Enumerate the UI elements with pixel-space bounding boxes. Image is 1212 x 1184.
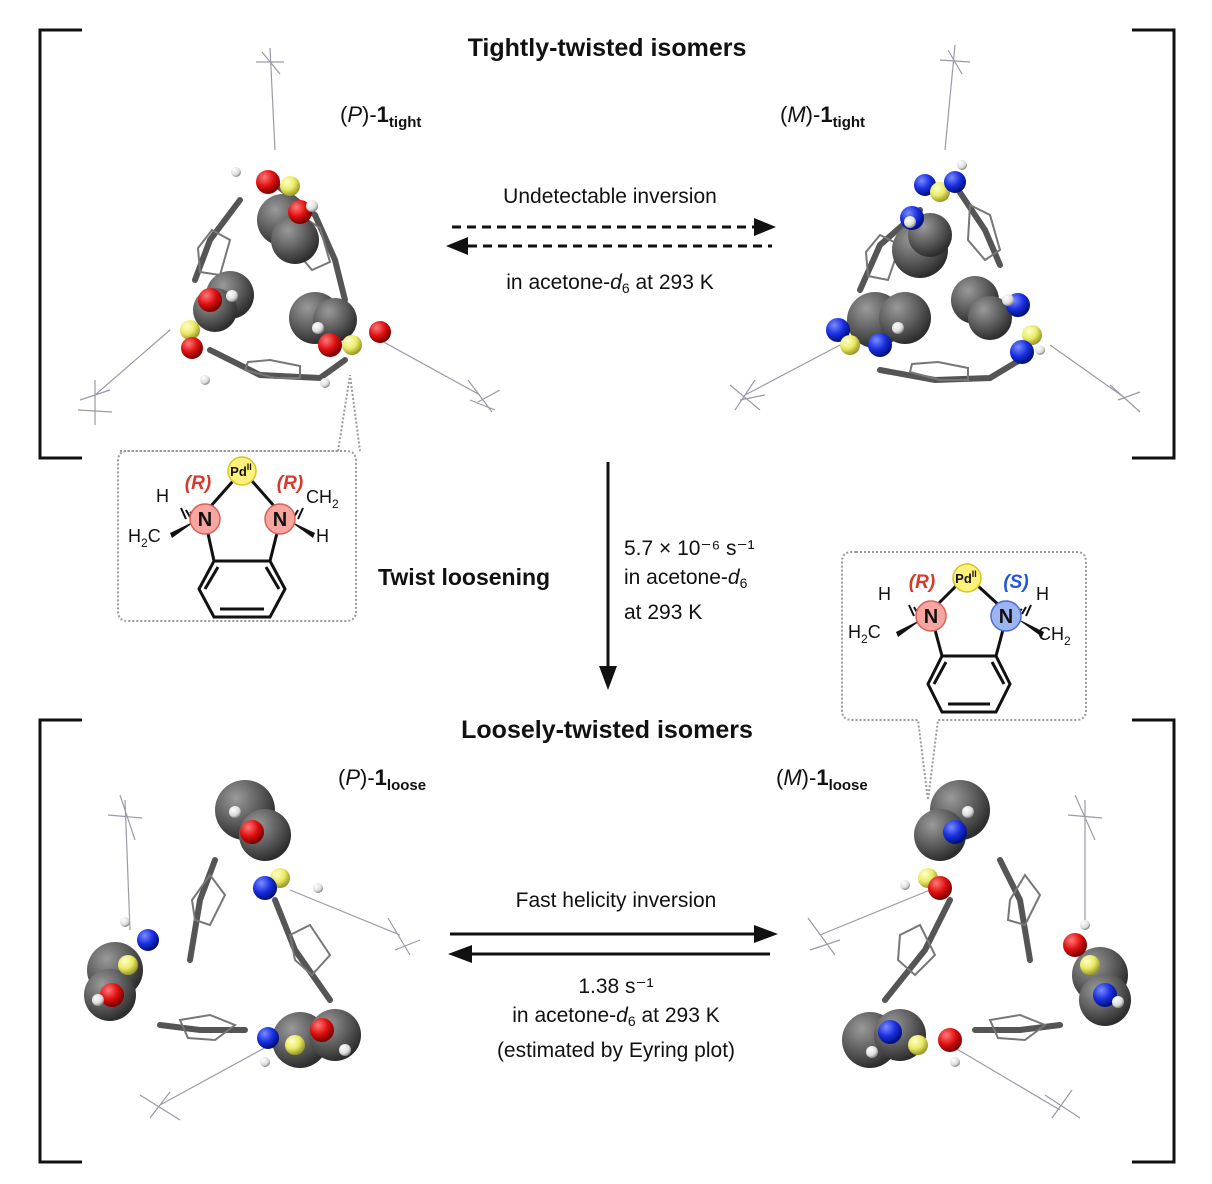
twist-loosening-conditions: 5.7 × 10⁻⁶ s⁻¹ in acetone-d6 at 293 K: [624, 534, 755, 627]
fast-rate-text: 1.38 s⁻¹: [578, 975, 654, 998]
inset-left-h2c: H2C: [128, 526, 161, 550]
solid-equilibrium-arrows: [448, 925, 778, 963]
inset-right-n1: N: [924, 606, 938, 628]
inset-left-n2: N: [273, 509, 287, 531]
inset-right-config-1: (R): [909, 572, 935, 593]
top-equilibrium-above: Undetectable inversion: [503, 185, 717, 208]
fast-solvent-text: in acetone-d6 at 293 K: [512, 1004, 720, 1029]
molecule-p-loose: [84, 780, 421, 1121]
top-equilibrium-below: in acetone-d6 at 293 K: [506, 271, 714, 296]
top-left-bracket: [38, 28, 82, 460]
twist-loosening-arrow: [599, 462, 617, 690]
molecule-m-tight: [729, 44, 1141, 413]
inset-left-n1: N: [198, 509, 212, 531]
inset-right-h2c: H2C: [848, 622, 881, 646]
inset-right-ch2: CH2: [1038, 624, 1071, 648]
inset-right-rs: PdII N N (R) (S) H H2C H CH2: [841, 551, 1087, 801]
top-right-bracket: [1132, 28, 1176, 460]
label-p-tight: (P)-1tight: [340, 102, 422, 131]
top-title: Tightly-twisted isomers: [467, 34, 747, 62]
bottom-title: Loosely-twisted isomers: [461, 716, 753, 744]
inset-left-rr: PdII N N (R) (R) H H2C CH2 H: [117, 375, 361, 622]
molecule-m-loose: [807, 780, 1131, 1119]
temperature-text: at 293 K: [624, 601, 703, 624]
label-m-tight: (M)-1tight: [780, 102, 866, 131]
inset-left-h1: H: [156, 486, 169, 506]
bottom-left-bracket: [38, 718, 82, 1164]
solvent-text: in acetone-d6: [624, 566, 748, 591]
label-p-loose: (P)-1loose: [338, 765, 427, 794]
inset-left-ch2: CH2: [306, 487, 339, 511]
inset-right-config-2: (S): [1003, 572, 1028, 593]
inset-right-pd: PdII: [955, 569, 977, 586]
twist-loosening-label: Twist loosening: [378, 564, 551, 590]
inset-left-callout-frame: [117, 375, 361, 622]
inset-right-h1: H: [878, 584, 891, 604]
label-m-loose: (M)-1loose: [776, 765, 868, 794]
eyring-note: (estimated by Eyring plot): [496, 1039, 736, 1062]
rate-text: 5.7 × 10⁻⁶ s⁻¹: [624, 537, 755, 560]
bottom-equilibrium-below: 1.38 s⁻¹ in acetone-d6 at 293 K (estimat…: [446, 972, 786, 1065]
inset-left-h3: H: [316, 526, 329, 546]
inset-left-pd: PdII: [230, 462, 252, 479]
inset-left-config-1: (R): [185, 473, 211, 494]
inset-left-config-2: (R): [277, 473, 303, 494]
inset-right-n2: N: [999, 606, 1013, 628]
inset-right-h3: H: [1036, 584, 1049, 604]
molecule-p-tight: [77, 47, 501, 425]
bottom-equilibrium-above: Fast helicity inversion: [515, 889, 717, 912]
bottom-right-bracket: [1132, 718, 1176, 1164]
dashed-equilibrium-arrows: [446, 218, 776, 255]
